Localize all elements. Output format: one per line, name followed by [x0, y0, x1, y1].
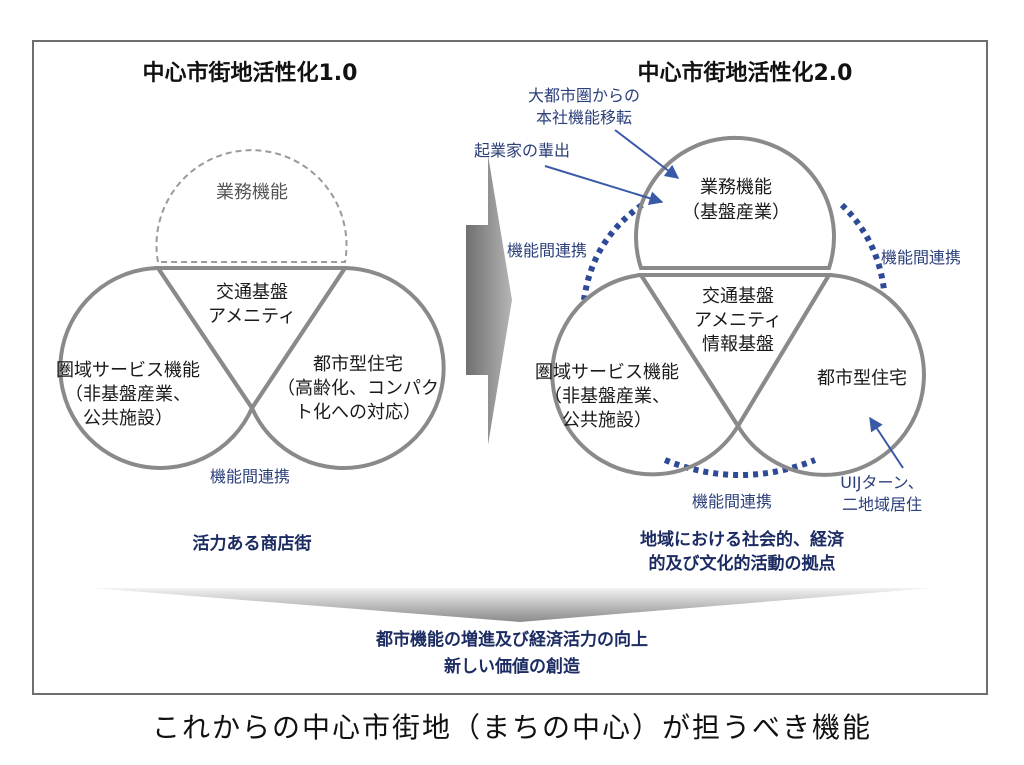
left-business-circle	[155, 149, 348, 263]
right-service-line1: 圏域サービス機能	[535, 362, 679, 383]
right-footer-line2: 的及び文化的活動の拠点	[649, 553, 836, 574]
relocation-line1: 大都市圏からの	[528, 86, 640, 105]
right-link-bottom-label: 機能間連携	[692, 492, 772, 511]
uij-arrow	[869, 416, 904, 469]
left-title: 中心市街地活性化1.0	[143, 60, 358, 86]
right-link-left-label: 機能間連携	[507, 241, 587, 260]
right-center-triangle	[637, 273, 833, 430]
left-housing-line3: ト化への対応）	[295, 402, 421, 423]
bottom-line1: 都市機能の増進及び経済活力の向上	[375, 629, 648, 650]
right-business-line1: 業務機能	[700, 177, 772, 198]
left-housing-line1: 都市型住宅	[313, 354, 403, 375]
left-center-line1: 交通基盤	[216, 282, 288, 303]
startup-label: 起業家の輩出	[474, 141, 570, 160]
uij-line1: UIJターン、	[840, 473, 923, 492]
left-service-line2: （非基盤産業、	[65, 384, 191, 405]
left-service-circle	[58, 265, 255, 470]
left-center-triangle	[154, 266, 349, 412]
left-housing-line2: （高齢化、コンパク	[277, 378, 439, 399]
right-housing-label: 都市型住宅	[817, 368, 907, 389]
left-service-line3: 公共施設）	[83, 408, 173, 429]
right-housing-circle	[735, 272, 926, 477]
figure-frame	[32, 40, 988, 695]
right-center-line2: アメニティ	[694, 310, 782, 331]
left-service-line1: 圏域サービス機能	[56, 360, 200, 381]
relocation-line2: 本社機能移転	[536, 108, 632, 127]
figure-caption: これからの中心市街地（まちの中心）が担うべき機能	[152, 711, 872, 744]
startup-arrow	[544, 165, 664, 205]
left-center-line2: アメニティ	[208, 306, 296, 327]
left-link-label: 機能間連携	[210, 467, 290, 486]
relocation-arrow	[614, 129, 680, 179]
right-business-circle	[634, 135, 836, 270]
right-link-right-label: 機能間連携	[881, 248, 961, 267]
left-business-label: 業務機能	[216, 182, 288, 203]
right-center-line3: 情報基盤	[702, 334, 774, 355]
transition-arrow	[466, 155, 512, 445]
left-footer: 活力ある商店街	[193, 533, 312, 554]
uij-line2: 二地域居住	[842, 495, 922, 514]
right-service-circle	[550, 272, 741, 477]
bottom-line2: 新しい価値の創造	[444, 656, 581, 677]
right-service-line3: 公共施設）	[562, 410, 652, 431]
right-link-arc-left	[581, 202, 644, 301]
converging-band	[92, 588, 932, 622]
left-housing-circle	[249, 265, 446, 470]
right-title: 中心市街地活性化2.0	[638, 60, 853, 86]
right-center-line1: 交通基盤	[702, 286, 774, 307]
right-business-line2: （基盤産業）	[682, 202, 790, 223]
right-footer-line1: 地域における社会的、経済	[640, 529, 845, 550]
right-service-line2: （非基盤産業、	[544, 386, 670, 407]
